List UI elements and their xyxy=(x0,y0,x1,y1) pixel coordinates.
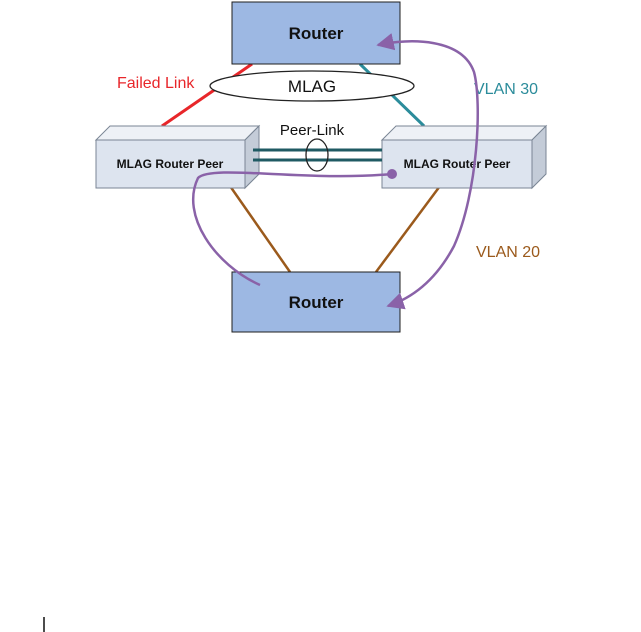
peer-link-label: Peer-Link xyxy=(280,122,345,139)
traffic-path-dot xyxy=(387,169,397,179)
peer-link-ellipse xyxy=(305,138,329,172)
router-top-label: Router xyxy=(289,24,344,43)
peer-right-box xyxy=(380,124,548,190)
failed-link-line xyxy=(161,62,253,128)
traffic-path-vlan20 xyxy=(192,171,393,287)
router-bottom-box xyxy=(231,271,401,333)
mlag-label: MLAG xyxy=(288,77,336,96)
failed-link-label: Failed Link xyxy=(117,75,195,92)
mlag-ellipse xyxy=(209,70,415,102)
vlan20-link-right xyxy=(374,185,442,273)
router-bottom-label: Router xyxy=(289,293,344,312)
vlan20-link-left xyxy=(228,185,292,273)
traffic-path-vlan30-loop xyxy=(376,33,479,310)
vlan30-label: VLAN 30 xyxy=(474,81,538,98)
peer-left-label: MLAG Router Peer xyxy=(117,157,224,171)
router-top-box xyxy=(231,1,401,65)
peer-right-label: MLAG Router Peer xyxy=(404,157,511,171)
vlan20-label: VLAN 20 xyxy=(476,244,540,261)
